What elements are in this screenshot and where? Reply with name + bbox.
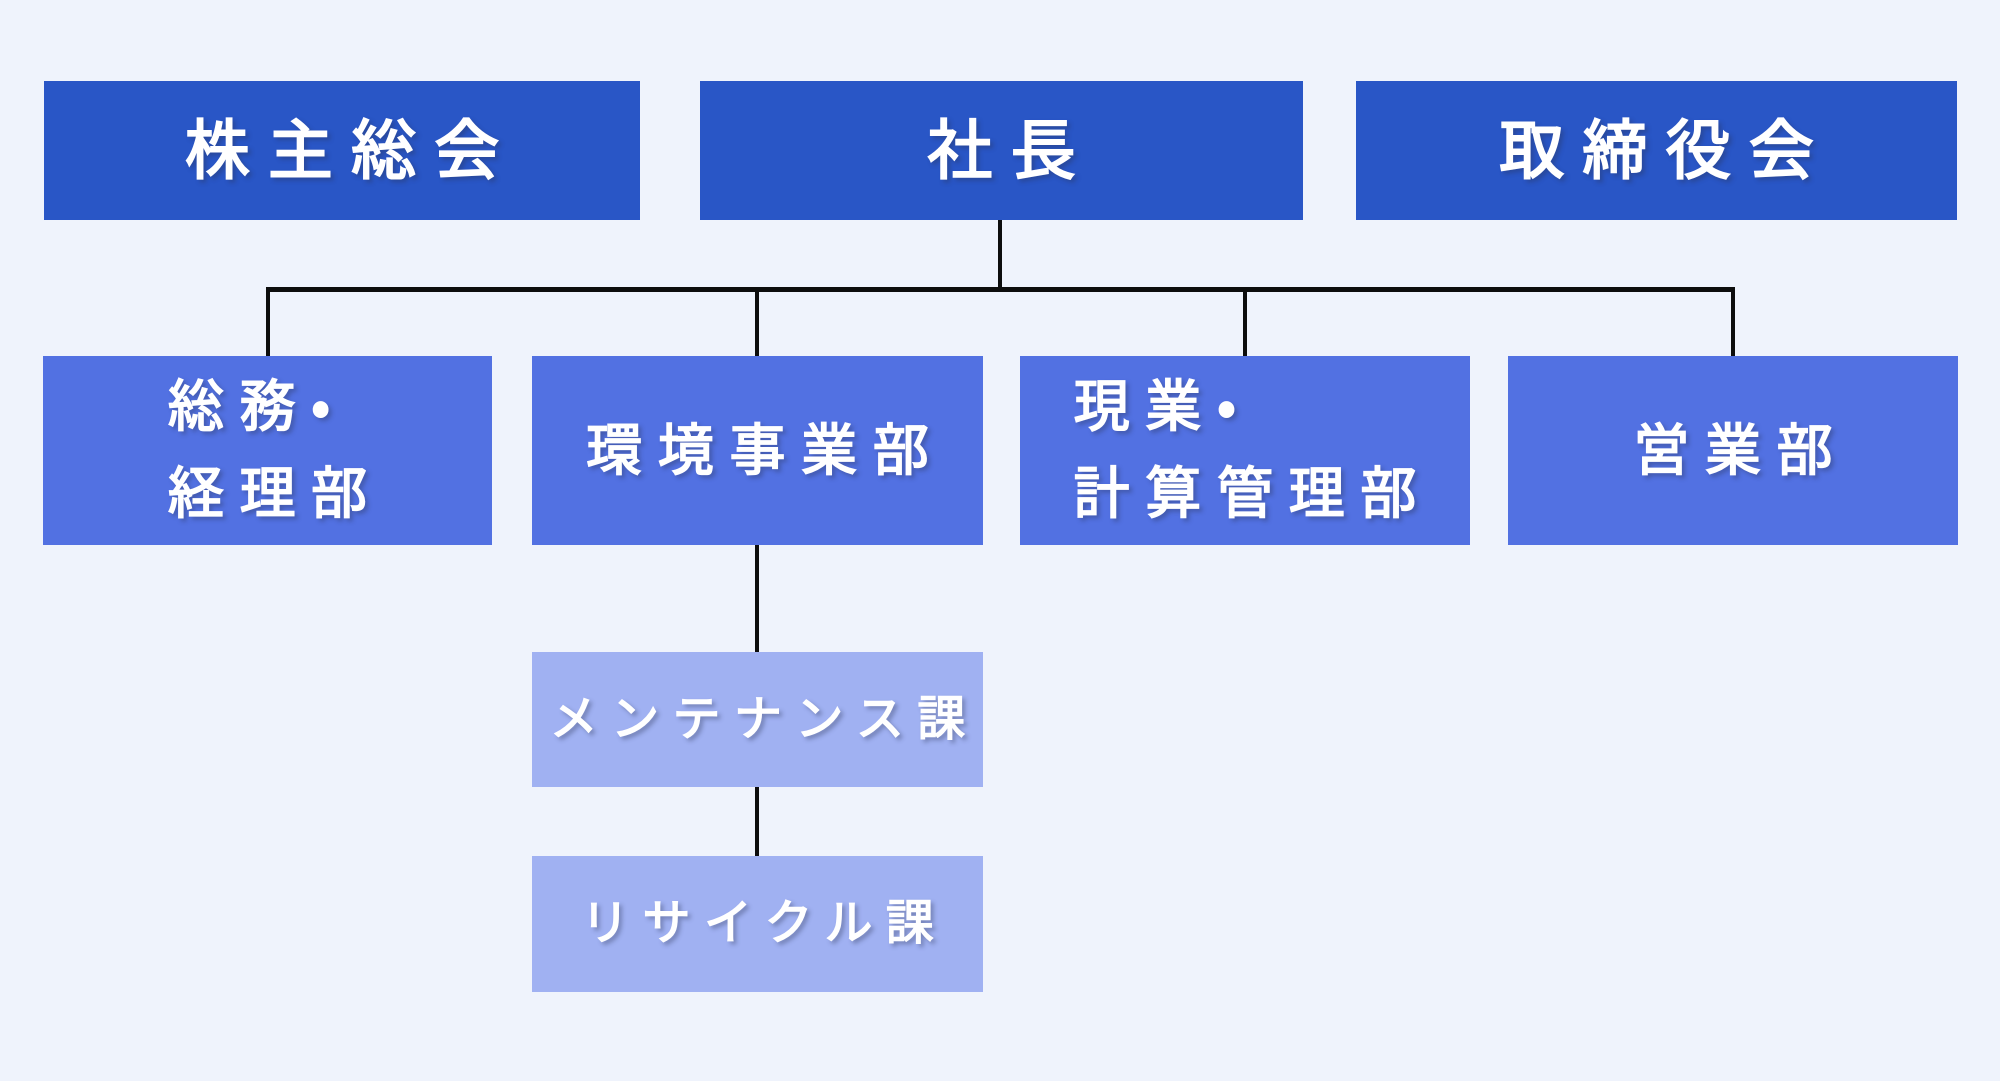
node-label: 現業・ 計算管理部 <box>1073 374 1433 525</box>
node-label: リサイクル課 <box>581 897 948 951</box>
connector-environment-to-maintenance <box>755 545 759 652</box>
node-operations-calculation-management-dept: 現業・ 計算管理部 <box>1020 356 1470 545</box>
connector-drop-operations <box>1243 292 1247 356</box>
node-label: メンテナンス課 <box>549 692 979 746</box>
connector-drop-general-affairs <box>266 292 270 356</box>
node-shareholders-meeting: 株主総会 <box>44 81 640 220</box>
node-label: 取締役会 <box>1499 113 1832 187</box>
node-label: 社長 <box>927 113 1094 187</box>
node-environment-business-dept: 環境事業部 <box>532 356 983 545</box>
connector-drop-environment <box>755 292 759 356</box>
node-sales-dept: 営業部 <box>1508 356 1958 545</box>
node-label: 総務・ 経理部 <box>167 374 383 525</box>
node-board-of-directors: 取締役会 <box>1356 81 1957 220</box>
node-recycle-section: リサイクル課 <box>532 856 983 992</box>
connector-maintenance-to-recycle <box>755 787 759 856</box>
node-president: 社長 <box>700 81 1303 220</box>
connector-president-stem <box>998 220 1002 287</box>
node-maintenance-section: メンテナンス課 <box>532 652 983 787</box>
node-label: 営業部 <box>1633 418 1849 482</box>
node-label: 環境事業部 <box>586 418 945 482</box>
connector-drop-sales <box>1731 292 1735 356</box>
node-label: 株主総会 <box>184 113 518 187</box>
connector-horizontal-bus <box>266 287 1735 292</box>
node-general-affairs-accounting-dept: 総務・ 経理部 <box>43 356 492 545</box>
